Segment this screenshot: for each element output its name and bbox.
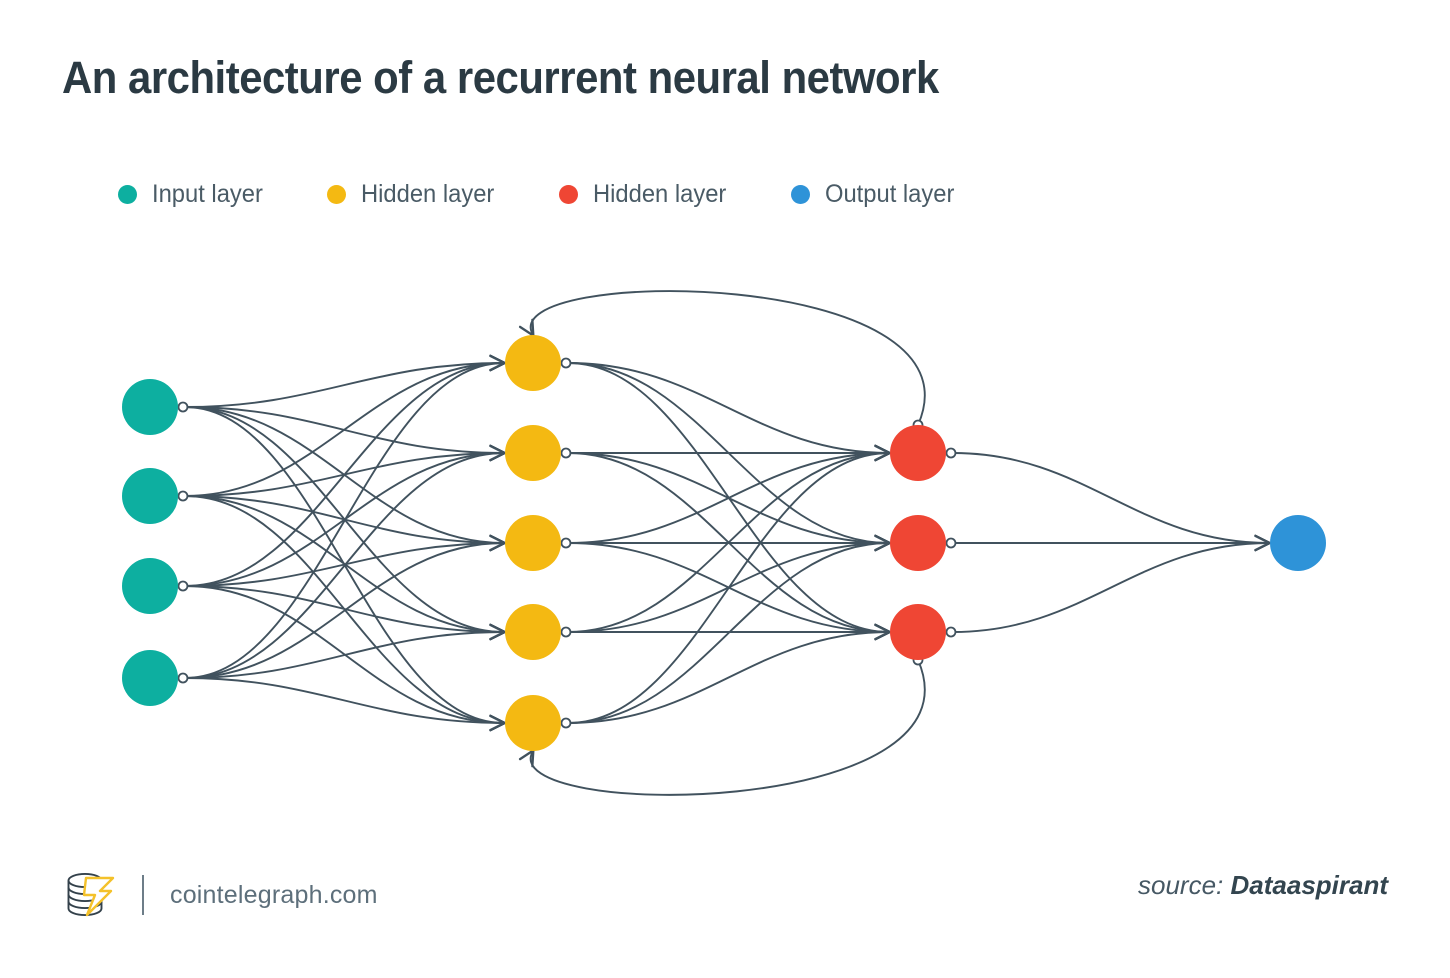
legend: Input layer Hidden layer Hidden layer Ou… bbox=[118, 176, 962, 212]
node-hidden-layer-2-3[interactable] bbox=[890, 604, 946, 660]
legend-item-hidden-2: Hidden layer bbox=[559, 180, 733, 209]
node-output-port bbox=[945, 537, 957, 549]
node-output-port bbox=[560, 717, 572, 729]
edge bbox=[568, 444, 891, 544]
node-output-port bbox=[177, 490, 189, 502]
footer-site-label: cointelegraph.com bbox=[170, 880, 378, 909]
node-hidden-layer-1-3[interactable] bbox=[505, 515, 561, 571]
node-output-port bbox=[560, 357, 572, 369]
legend-dot-icon bbox=[118, 184, 137, 204]
edge bbox=[185, 623, 506, 679]
edge bbox=[185, 354, 506, 497]
cointelegraph-coin-stack-bolt-icon bbox=[67, 872, 115, 917]
node-output-port bbox=[560, 447, 572, 459]
legend-dot-icon bbox=[326, 184, 346, 204]
node-hidden-layer-2-2[interactable] bbox=[890, 515, 946, 571]
edge bbox=[953, 534, 1271, 633]
edge bbox=[185, 354, 506, 587]
edge bbox=[185, 534, 506, 679]
ports-group bbox=[177, 357, 957, 729]
edge bbox=[185, 354, 506, 679]
edges-group bbox=[185, 290, 1271, 796]
node-hidden-layer-1-2[interactable] bbox=[505, 425, 561, 481]
edge bbox=[568, 362, 891, 462]
legend-dot-icon bbox=[559, 184, 579, 204]
node-hidden-layer-1-4[interactable] bbox=[505, 604, 561, 660]
recurrent-edge bbox=[518, 290, 926, 426]
node-input-layer-4[interactable] bbox=[122, 650, 178, 706]
legend-label: Hidden layer bbox=[593, 179, 727, 208]
node-output-port bbox=[945, 447, 957, 459]
legend-item-hidden-1: Hidden layer bbox=[326, 179, 501, 209]
footer: cointelegraph.com source: Dataaspirant bbox=[0, 862, 1450, 932]
node-hidden-layer-1-5[interactable] bbox=[505, 695, 561, 751]
source-label: source: bbox=[1138, 870, 1224, 900]
edge bbox=[568, 623, 891, 724]
edge bbox=[568, 444, 891, 724]
node-hidden-layer-2-1[interactable] bbox=[890, 425, 946, 481]
legend-item-output: Output layer bbox=[791, 180, 961, 209]
legend-label: Input layer bbox=[152, 179, 263, 208]
legend-label: Hidden layer bbox=[360, 179, 495, 208]
legend-item-input: Input layer bbox=[118, 180, 269, 209]
node-input-layer-3[interactable] bbox=[122, 558, 178, 614]
node-output-port bbox=[560, 537, 572, 549]
node-input-layer-1[interactable] bbox=[122, 379, 178, 435]
node-output-port bbox=[177, 580, 189, 592]
edge bbox=[953, 452, 1271, 552]
legend-label: Output layer bbox=[825, 179, 955, 208]
footer-divider bbox=[142, 875, 144, 915]
footer-source: source: Dataaspirant bbox=[1138, 870, 1388, 901]
source-name: Dataaspirant bbox=[1230, 870, 1389, 900]
node-hidden-layer-1-1[interactable] bbox=[505, 335, 561, 391]
edge bbox=[185, 677, 506, 732]
node-output-port bbox=[560, 626, 572, 638]
node-output-port bbox=[945, 626, 957, 638]
nodes-group bbox=[122, 335, 1326, 751]
edge bbox=[568, 444, 891, 633]
edge bbox=[185, 585, 506, 641]
node-output-port bbox=[177, 672, 189, 684]
page-title: An architecture of a recurrent neural ne… bbox=[62, 52, 939, 103]
edge bbox=[185, 444, 506, 679]
footer-brand: cointelegraph.com bbox=[62, 862, 378, 928]
legend-dot-icon bbox=[791, 184, 811, 204]
recurrent-edge bbox=[518, 659, 926, 796]
edge bbox=[568, 534, 891, 724]
node-output-port bbox=[177, 401, 189, 413]
edge bbox=[185, 354, 506, 408]
node-input-layer-2[interactable] bbox=[122, 468, 178, 524]
node-output-layer-1[interactable] bbox=[1270, 515, 1326, 571]
